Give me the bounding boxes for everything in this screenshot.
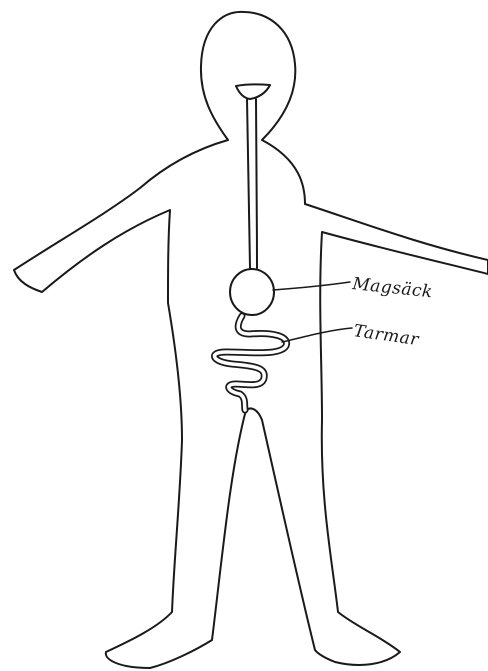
mouth bbox=[236, 84, 270, 99]
intestines-leader-line bbox=[282, 328, 352, 342]
stomach-leader-line bbox=[273, 282, 350, 290]
stomach bbox=[230, 269, 274, 315]
stomach-label: Magsäck bbox=[350, 274, 433, 302]
esophagus-right bbox=[256, 99, 257, 268]
intestines-label: Tarmar bbox=[352, 321, 420, 350]
esophagus-left bbox=[247, 99, 250, 268]
